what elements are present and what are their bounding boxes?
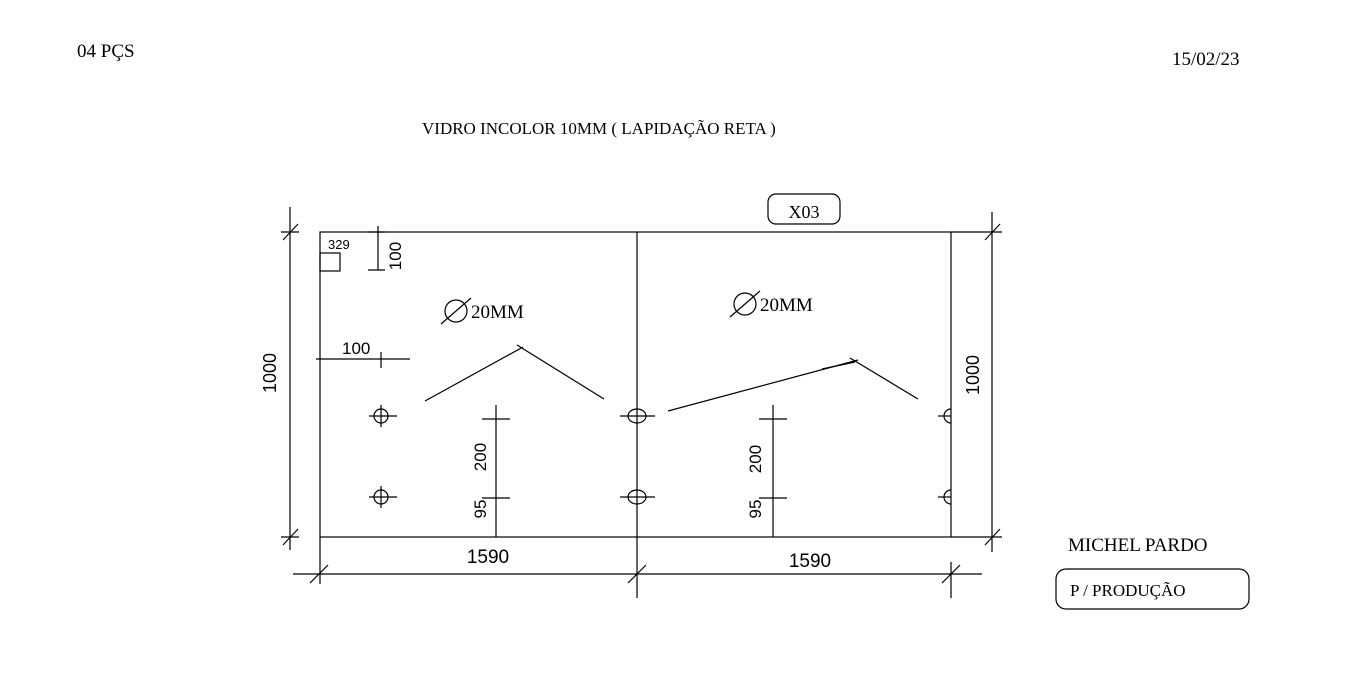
glass-panel-outline bbox=[319, 231, 952, 538]
width-dim-slash-left bbox=[309, 564, 329, 584]
date-label: 15/02/23 bbox=[1172, 49, 1240, 70]
corner-notch bbox=[319, 252, 341, 272]
width-right-label: 1590 bbox=[789, 551, 831, 572]
corner-notch-width: 329 bbox=[328, 237, 350, 252]
hole-bottom-offset-left: 95 bbox=[471, 500, 490, 519]
width-dim-slash-right bbox=[941, 564, 961, 584]
height-dim-right-slash-top bbox=[984, 223, 1001, 241]
hole-diameter-left: 20MM bbox=[471, 302, 524, 323]
hole-center-bottom bbox=[620, 489, 655, 505]
height-right-label: 1000 bbox=[963, 355, 983, 395]
hole-spacing-right: 200 bbox=[746, 445, 765, 473]
height-left-label: 1000 bbox=[260, 353, 280, 393]
hole-left-top bbox=[369, 405, 397, 427]
height-dim-left-slash-top bbox=[282, 223, 299, 241]
author-name: MICHEL PARDO bbox=[1068, 535, 1208, 556]
hole-left-bottom bbox=[369, 486, 397, 508]
quantity-label: 04 PÇS bbox=[77, 41, 135, 62]
hole-center-top bbox=[620, 408, 655, 424]
leader-right-arrow bbox=[821, 361, 856, 370]
hole-spacing-left: 200 bbox=[471, 443, 490, 471]
height-dim-right-slash-bottom bbox=[984, 528, 1001, 546]
leader-left-a bbox=[424, 346, 524, 402]
diameter-icon-right bbox=[729, 290, 761, 318]
height-dim-left-slash-bottom bbox=[282, 528, 299, 546]
hole-bottom-offset-right: 95 bbox=[746, 500, 765, 519]
tag-label: X03 bbox=[789, 202, 820, 222]
production-stamp-box bbox=[1055, 568, 1250, 610]
edge-offset-label: 100 bbox=[342, 339, 370, 358]
leader-left-b bbox=[516, 344, 605, 400]
leader-right-b bbox=[849, 357, 919, 400]
diameter-icon-left bbox=[440, 297, 472, 325]
production-stamp-label: P / PRODUÇÃO bbox=[1070, 581, 1186, 600]
hole-diameter-right: 20MM bbox=[760, 295, 813, 316]
width-dim-slash-mid bbox=[627, 564, 647, 584]
drawing-title: VIDRO INCOLOR 10MM ( LAPIDAÇÃO RETA ) bbox=[422, 119, 776, 138]
width-left-label: 1590 bbox=[467, 547, 509, 568]
tag-box bbox=[767, 193, 841, 225]
corner-notch-height: 100 bbox=[386, 242, 405, 270]
